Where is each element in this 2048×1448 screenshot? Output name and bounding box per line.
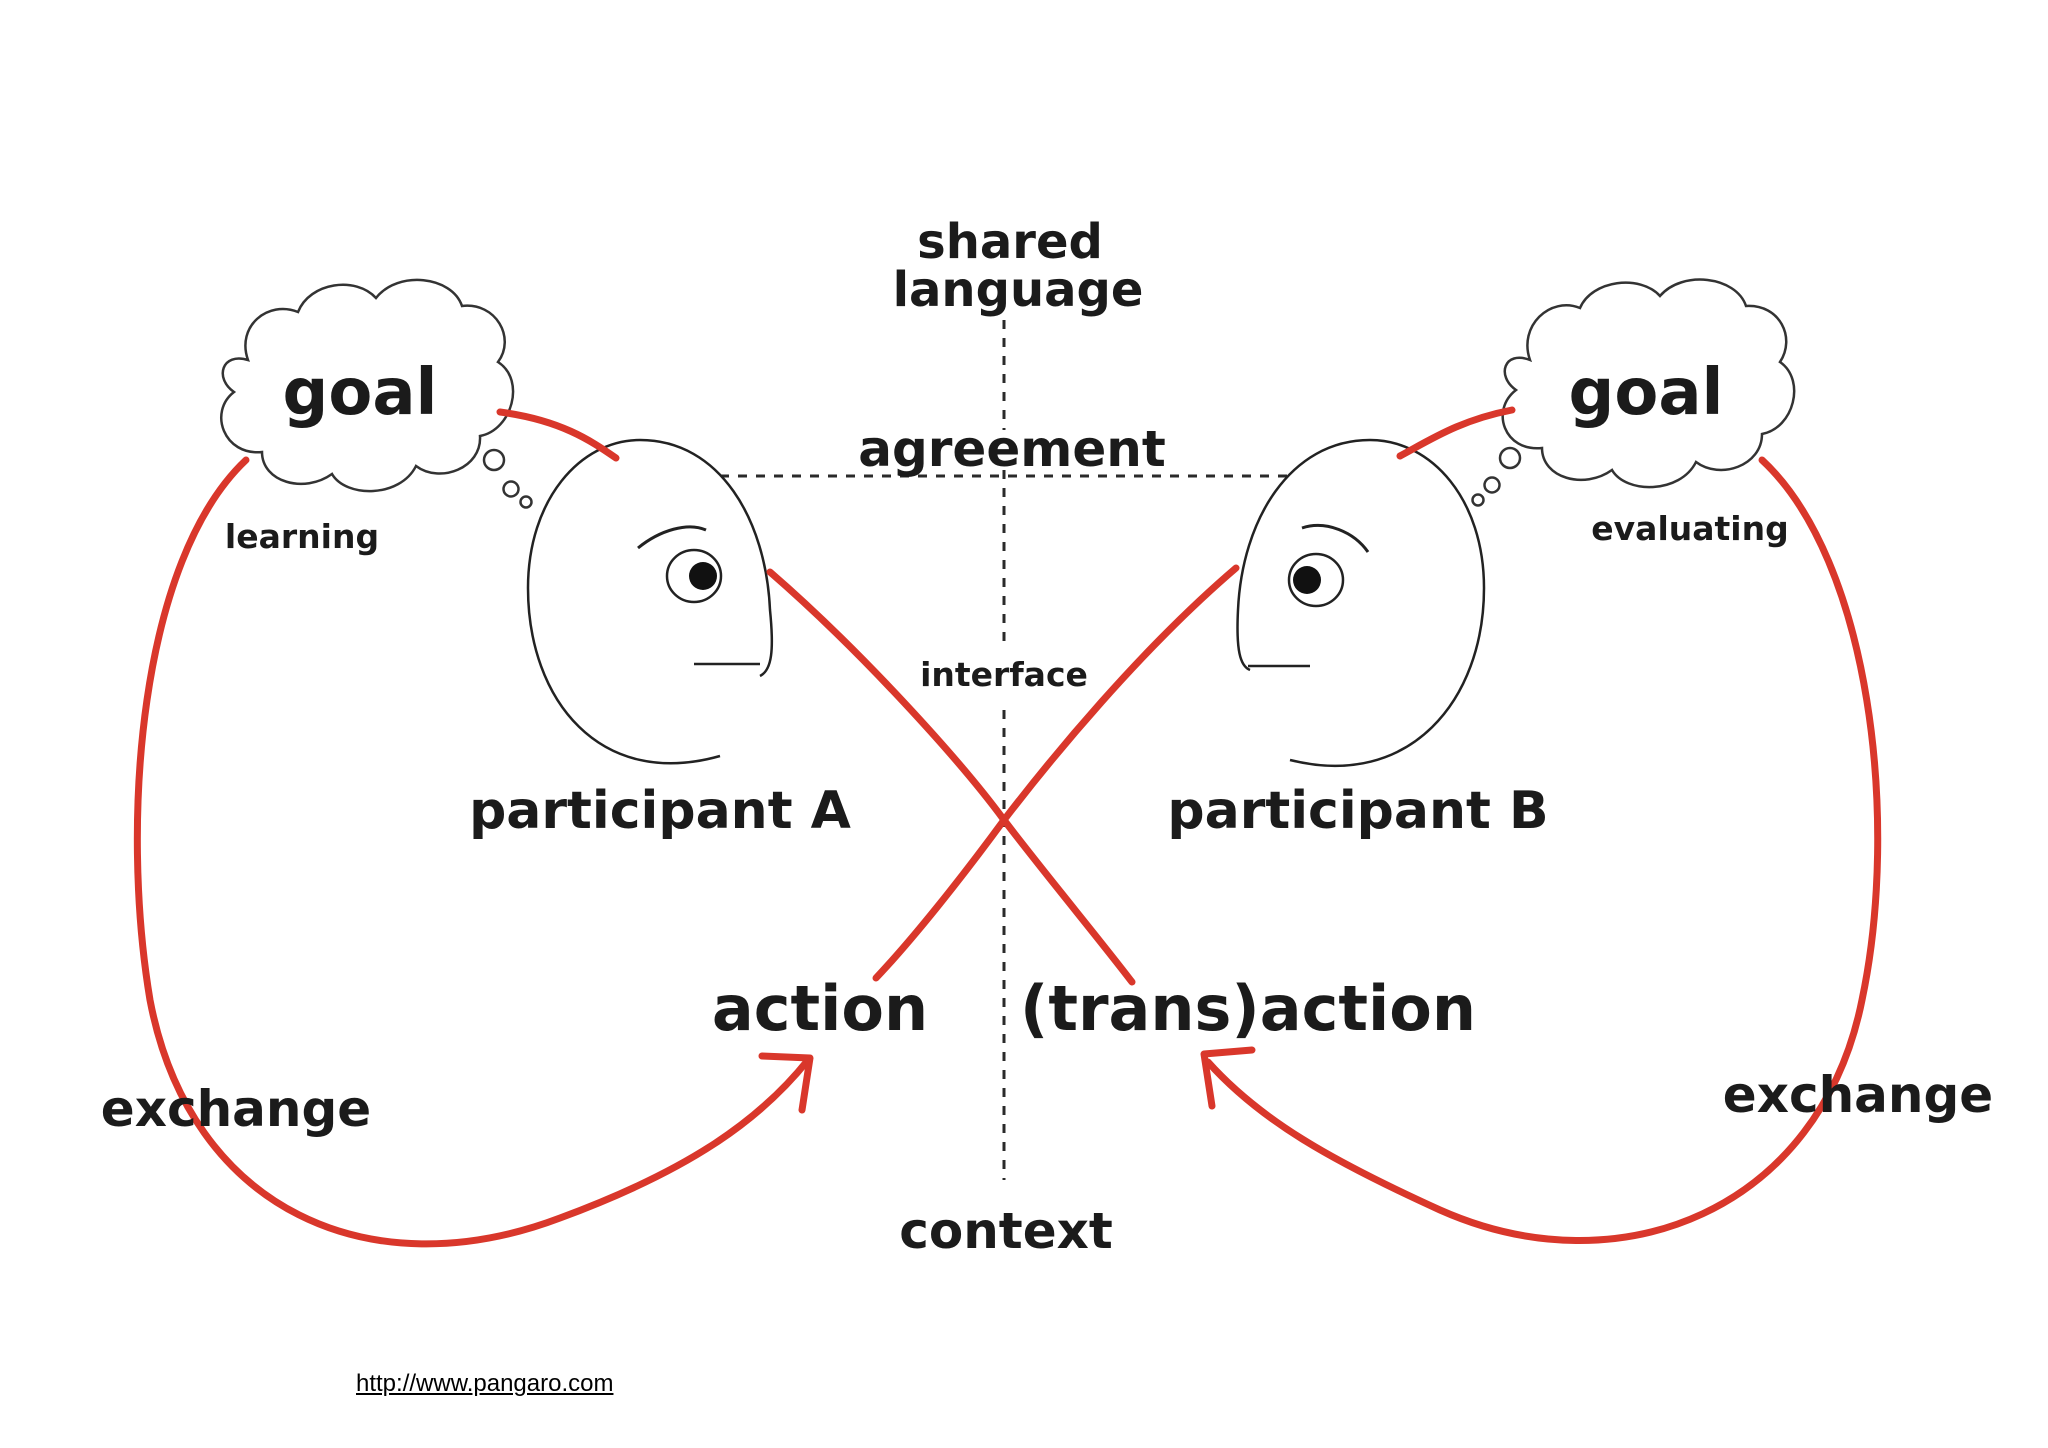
face-profile-icon [526,438,774,765]
loop-from-goal-a-to-transaction [496,408,620,462]
goal-b-label: goal [1569,356,1724,430]
agreement-label: agreement [858,420,1166,478]
shared-language-label-line-1: shared [917,214,1103,270]
arrowhead-icon [1200,1046,1256,1110]
exchange-left-label: exchange [101,1080,371,1138]
participant-b-label: participant B [1167,781,1548,841]
transaction-label: (trans)action [1020,972,1476,1045]
evaluating-label: evaluating [1591,509,1788,548]
exchange-right-label: exchange [1723,1066,1993,1124]
source-url-link[interactable]: http://www.pangaro.com [356,1370,614,1397]
face-profile-icon [1236,438,1486,767]
thought-cloud-icon [220,278,533,509]
interface-label: interface [920,655,1088,694]
participant-a-label: participant A [469,781,851,841]
loop-cross-a [766,568,1136,986]
shared-language-label-line-2: language [893,262,1144,318]
loop-cross-b [872,564,1240,982]
learning-label: learning [225,517,379,556]
context-label: context [899,1202,1113,1260]
exchange-loops [133,406,1882,1248]
loop-from-goal-b-to-action [1396,406,1516,460]
loop-right-exchange [1204,456,1882,1244]
thought-cloud-icon [1471,278,1796,507]
action-label: action [712,972,928,1045]
loop-left-exchange [133,456,812,1248]
goal-a-label: goal [283,356,438,430]
arrowhead-icon [758,1052,814,1114]
